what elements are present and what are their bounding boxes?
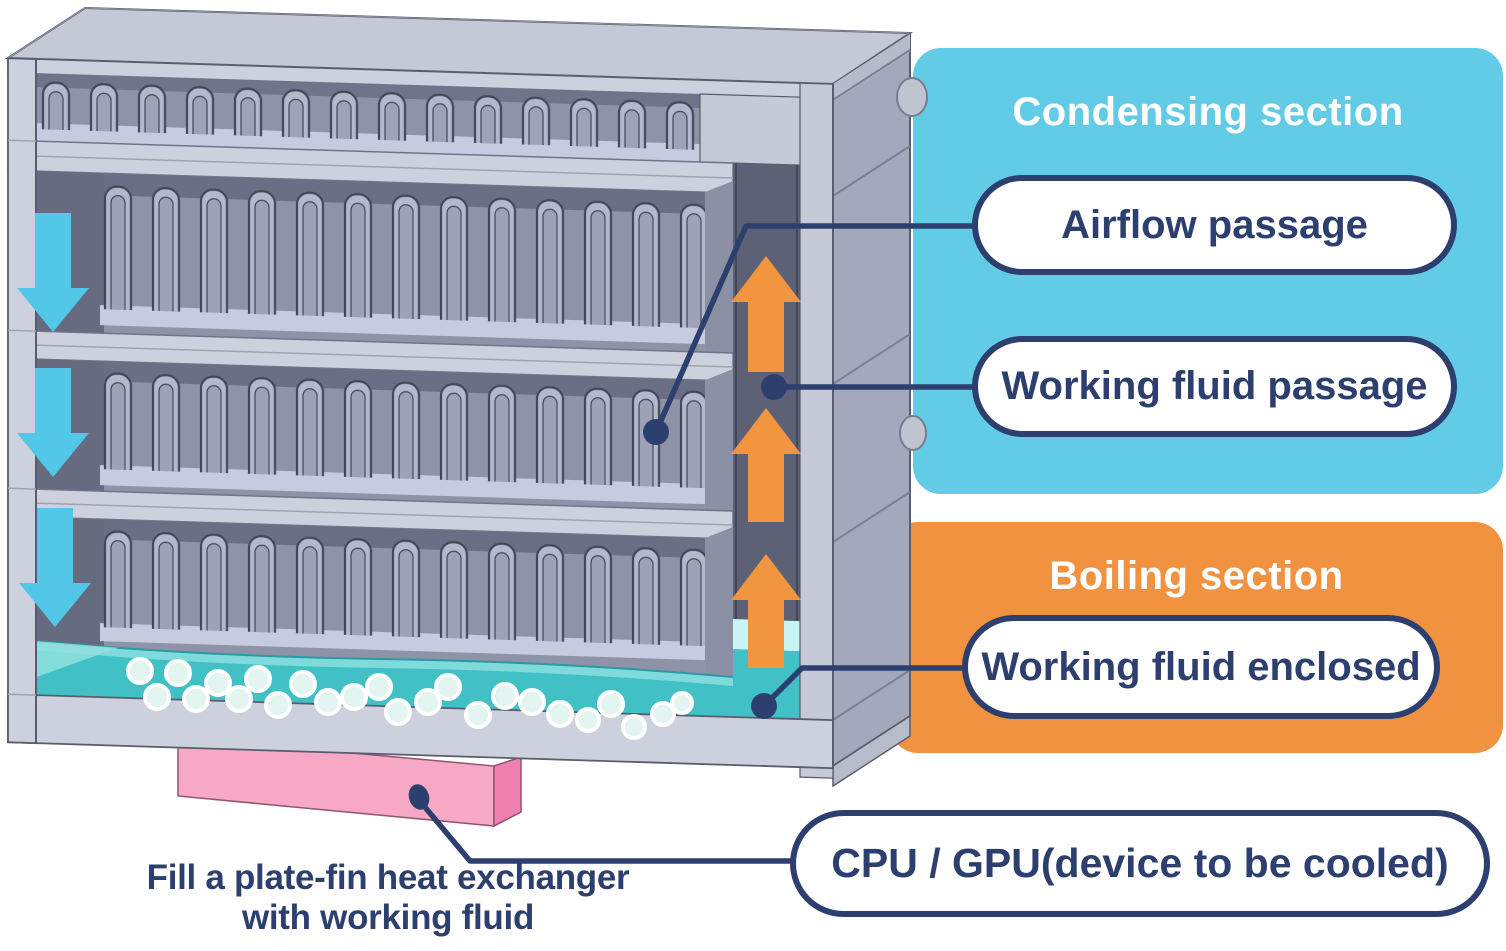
working-fluid-passage-label: Working fluid passage bbox=[972, 336, 1457, 437]
fin-layer-1 bbox=[36, 73, 834, 167]
left-wall bbox=[7, 57, 37, 745]
working-fluid-pool bbox=[35, 640, 734, 738]
airflow-down-arrow-icon bbox=[17, 213, 89, 332]
cpu-gpu-label: CPU / GPU(device to be cooled) bbox=[790, 810, 1490, 917]
vapor-up-arrow-icon bbox=[731, 554, 801, 668]
fin-layer-2 bbox=[36, 171, 733, 354]
leader-dot bbox=[751, 693, 777, 719]
condensing-section-title: Condensing section bbox=[1012, 90, 1404, 134]
exchanger-front-face bbox=[7, 57, 834, 779]
exchanger-top-face bbox=[4, 6, 914, 86]
fin-layer-4 bbox=[36, 517, 733, 690]
boiling-section-title: Boiling section bbox=[1049, 554, 1344, 598]
working-fluid-slot bbox=[733, 163, 800, 738]
leader-dot bbox=[761, 374, 787, 400]
vapor-up-arrow-icon bbox=[731, 256, 801, 372]
caption-line-2: with working fluid bbox=[241, 897, 535, 937]
airflow-passage-label: Airflow passage bbox=[972, 175, 1457, 275]
fin-layer-3 bbox=[36, 359, 733, 514]
leader-dot bbox=[408, 784, 430, 810]
working-fluid-enclosed-label: Working fluid enclosed bbox=[962, 615, 1440, 719]
vapor-up-arrow-icon bbox=[731, 408, 801, 522]
boiling-bubbles bbox=[126, 657, 694, 740]
cpu-gpu-block bbox=[177, 736, 522, 828]
airflow-down-arrow-icon bbox=[17, 368, 89, 477]
diagram-caption: Fill a plate-fin heat exchanger with wor… bbox=[88, 858, 688, 938]
leader-cpu-gpu bbox=[416, 797, 803, 864]
caption-line-1: Fill a plate-fin heat exchanger bbox=[146, 858, 630, 897]
leader-dot bbox=[643, 419, 669, 445]
airflow-down-arrow-icon bbox=[19, 508, 91, 627]
